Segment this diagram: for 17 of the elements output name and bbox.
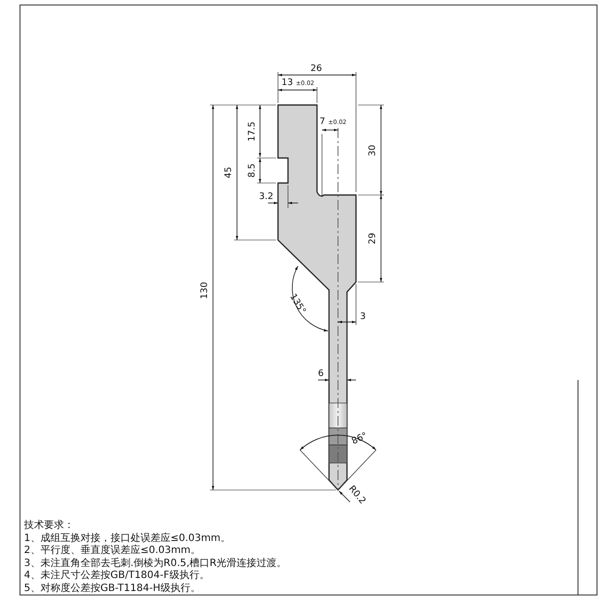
dimension-text: 29: [368, 232, 378, 244]
note-line: 2、平行度、垂直度误差应≤0.03mm。: [24, 545, 200, 556]
dimension-text: 8.5: [248, 162, 258, 178]
dimension-text: 86°: [350, 432, 370, 446]
note-line: 1、成组互换对接，接口处误差应≤0.03mm。: [24, 532, 230, 544]
dimension-text: 17.5: [248, 120, 258, 142]
dimension-text: 26: [310, 64, 322, 74]
dimension-text: 6: [318, 370, 324, 378]
dimension-text: 30: [368, 144, 378, 156]
dimension-text: 3.2: [259, 192, 274, 202]
dimension-text: 3: [360, 312, 366, 322]
dimension-text: 130: [200, 281, 210, 299]
dimension-text: 45: [224, 166, 234, 178]
note-line: 3、未注直角全部去毛刺.倒棱为R0.5,槽口R光滑连接过渡。: [24, 558, 287, 568]
notes-heading: 技术要求：: [24, 520, 74, 531]
note-line: 5、对称度公差按GB-T1184-H级执行。: [24, 582, 200, 594]
note-line: 4、未注尺寸公差按GB/T1804-F级执行。: [24, 570, 210, 581]
